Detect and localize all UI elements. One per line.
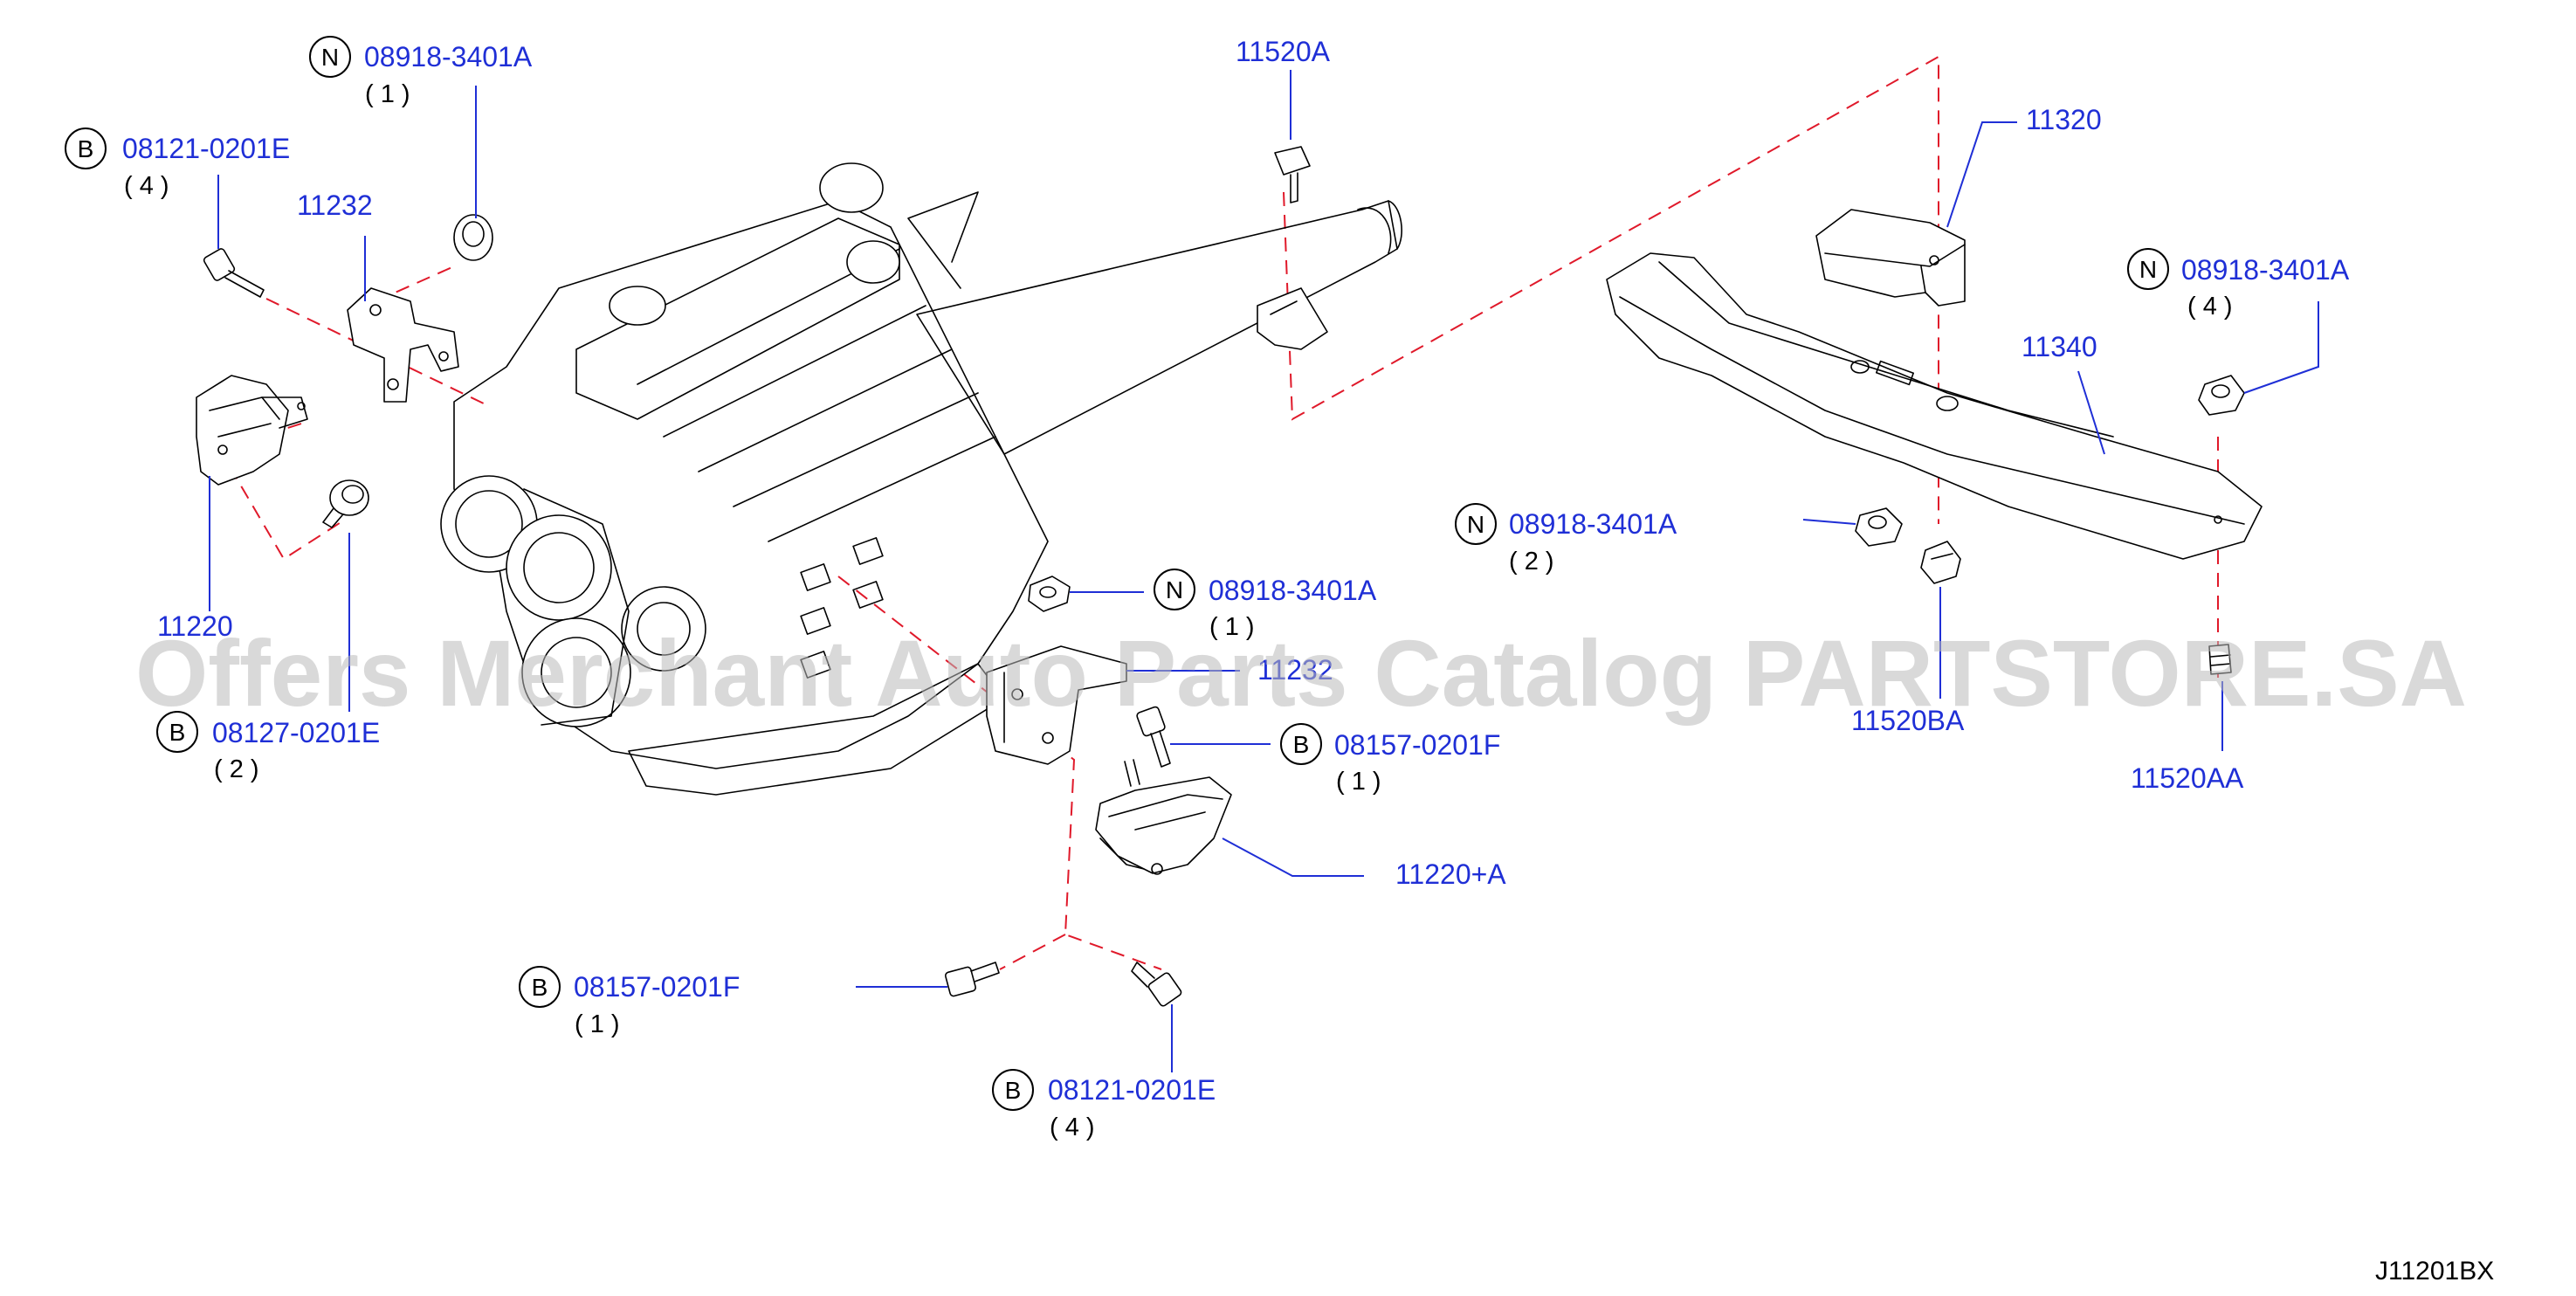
part-number: 11220: [157, 610, 233, 642]
quantity: ( 4 ): [124, 172, 169, 200]
callout-11520aa[interactable]: 11520AA: [2131, 762, 2244, 794]
part-number: 08121-0201E: [122, 133, 290, 164]
bolt-icon: [2208, 644, 2232, 675]
callout-11232-center[interactable]: 11232: [1257, 654, 1333, 686]
quantity: ( 4 ): [1050, 1113, 1095, 1141]
mounting-bracket-icon: [986, 645, 1127, 765]
left-engine-mount-parts: [196, 214, 493, 528]
bolt-icon: [1274, 146, 1311, 203]
prefix-badge: [1280, 723, 1322, 765]
callout-n-08918-1-center[interactable]: N 08918-3401A ( 1 ): [1154, 569, 1377, 641]
prefix-badge: [2127, 248, 2169, 290]
part-number: 11340: [2022, 331, 2097, 362]
callout-prefix: B: [532, 974, 548, 1001]
bolt-icon: [944, 962, 1000, 997]
quantity: ( 4 ): [2187, 293, 2233, 321]
callout-prefix: N: [2139, 256, 2157, 283]
mounting-bracket-icon: [347, 287, 459, 403]
callout-prefix: B: [78, 135, 94, 162]
callout-11220-plus-a[interactable]: 11220+A: [1395, 858, 1506, 890]
quantity: ( 1 ): [1336, 768, 1381, 796]
callout-11340[interactable]: 11340: [2022, 331, 2097, 362]
callout-b-08127-2[interactable]: B 08127-0201E ( 2 ): [156, 711, 380, 783]
part-number: 08157-0201F: [1334, 729, 1500, 761]
crossmember-icon: [1606, 252, 2263, 560]
prefix-badge: [1455, 503, 1497, 545]
callout-n-08918-1-top[interactable]: N 08918-3401A ( 1 ): [309, 36, 533, 108]
prefix-badge: [156, 711, 198, 753]
quantity: ( 1 ): [575, 1010, 620, 1038]
callout-prefix: B: [1293, 731, 1310, 758]
part-number: 11520A: [1236, 36, 1331, 67]
callout-b-08121-4-left[interactable]: B 08121-0201E ( 4 ): [65, 128, 290, 200]
callout-prefix: N: [1467, 511, 1484, 538]
bolt-icon: [1136, 706, 1171, 768]
callout-b-08157-1-upper[interactable]: B 08157-0201F ( 1 ): [1280, 723, 1500, 796]
part-number: 08918-3401A: [2181, 254, 2350, 286]
quantity: ( 1 ): [365, 80, 410, 108]
callout-11520ba[interactable]: 11520BA: [1851, 705, 1965, 736]
part-number: 08157-0201F: [574, 971, 740, 1003]
callout-b-08121-4-lower[interactable]: B 08121-0201E ( 4 ): [992, 1069, 1216, 1141]
prefix-badge: [992, 1069, 1034, 1111]
part-number: 11320: [2026, 104, 2102, 135]
part-number: 08918-3401A: [1509, 508, 1677, 540]
prefix-badge: [65, 128, 107, 169]
callout-n-08918-2[interactable]: N 08918-3401A ( 2 ): [1455, 503, 1677, 576]
callout-prefix: B: [1005, 1077, 1022, 1104]
diagram-code: J11201BX: [2375, 1257, 2494, 1286]
bolt-icon: [203, 248, 265, 298]
callout-prefix: N: [321, 44, 339, 71]
nut-icon: [2198, 375, 2245, 416]
callout-prefix: N: [1166, 576, 1183, 603]
center-mount-parts: [944, 576, 1232, 1007]
part-number: 08121-0201E: [1048, 1074, 1216, 1106]
callout-11520a[interactable]: 11520A: [1236, 36, 1331, 67]
prefix-badge: [309, 36, 351, 78]
part-number: 11232: [297, 190, 373, 221]
callout-n-08918-4-right[interactable]: N 08918-3401A ( 4 ): [2127, 248, 2350, 321]
part-number: 08127-0201E: [212, 717, 380, 748]
nut-icon: [453, 214, 493, 261]
callout-prefix: B: [169, 719, 186, 746]
engine-transmission-illustration: [440, 162, 1402, 796]
part-number: 11232: [1257, 654, 1333, 686]
quantity: ( 1 ): [1209, 613, 1255, 641]
part-number: 11520AA: [2131, 762, 2244, 794]
bolt-icon: [322, 479, 369, 528]
nut-icon: [1028, 576, 1071, 612]
callout-b-08157-1-lower[interactable]: B 08157-0201F ( 1 ): [519, 966, 740, 1038]
bolt-icon: [1131, 962, 1182, 1007]
part-number: 08918-3401A: [364, 41, 533, 72]
quantity: ( 2 ): [1509, 548, 1554, 576]
nut-icon: [1855, 507, 1903, 547]
prefix-badge: [1154, 569, 1195, 610]
part-number: 11520BA: [1851, 705, 1965, 736]
part-number: 08918-3401A: [1209, 575, 1377, 606]
engine-mount-insulator-icon: [196, 375, 308, 486]
quantity: ( 2 ): [214, 755, 259, 783]
callout-11320[interactable]: 11320: [2026, 104, 2102, 135]
rear-mount-parts: [1274, 146, 2263, 675]
leader-lines: [209, 70, 2319, 1072]
engine-mount-insulator-icon: [1095, 759, 1232, 875]
part-number: 11220+A: [1395, 858, 1506, 890]
rear-mount-insulator-icon: [1815, 209, 1966, 307]
prefix-badge: [519, 966, 561, 1008]
callout-11220[interactable]: 11220: [157, 610, 233, 642]
callout-11232-left[interactable]: 11232: [297, 190, 373, 221]
bolt-icon: [1920, 541, 1961, 584]
watermark-text: Offers Merchant Auto Parts Catalog PARTS…: [135, 620, 2467, 726]
